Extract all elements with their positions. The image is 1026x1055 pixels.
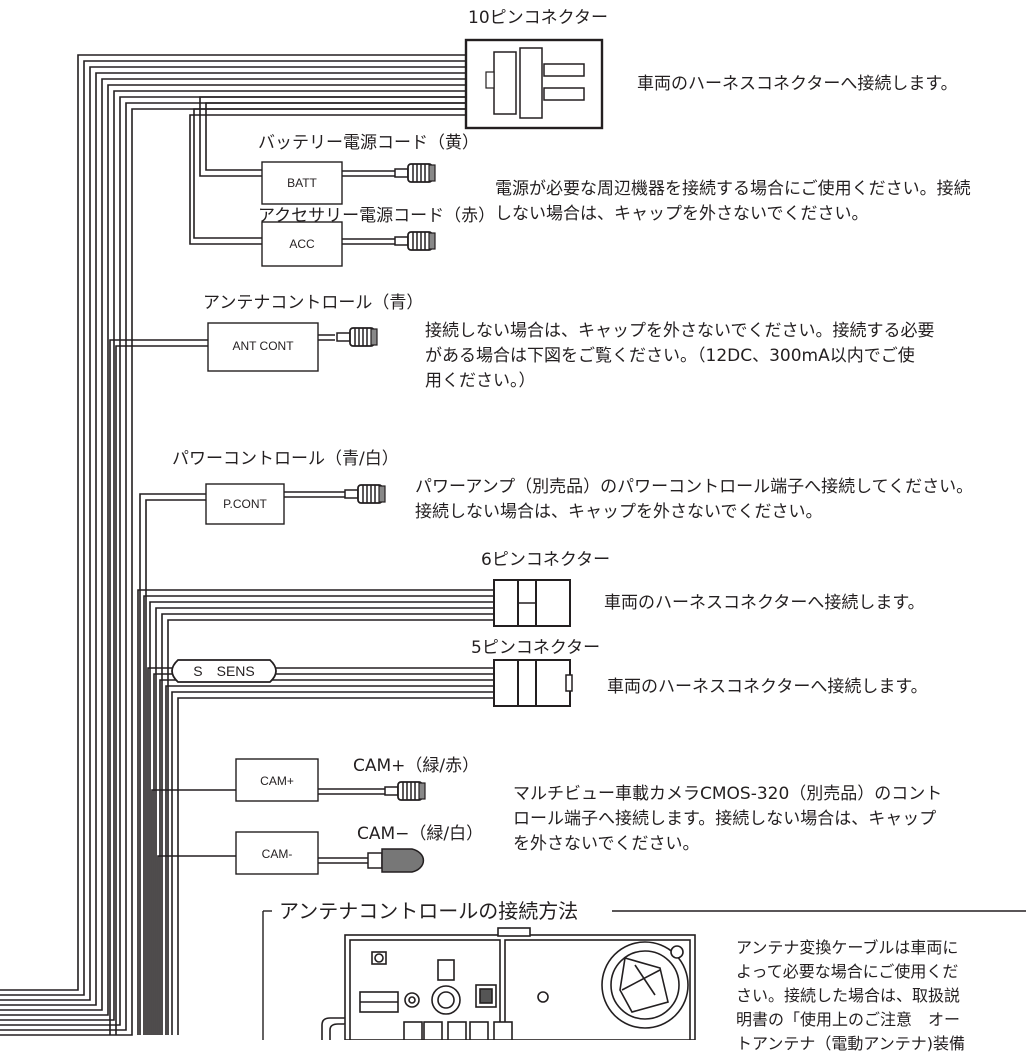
- antenna-description-line2: よって必要な場合にご使用くだ: [736, 962, 959, 981]
- 6pin-connector: [493, 579, 571, 627]
- ant-cont-description-line3: 用ください。）: [425, 371, 536, 391]
- antenna-description-line4: 明書の「使用上のご注意 オー: [736, 1010, 961, 1029]
- 6pin-connector-title: 6ピンコネクター: [481, 550, 611, 570]
- harness-bundle: [0, 54, 470, 1036]
- antenna-description-line5: トアンテナ（電動アンテナ)装備: [736, 1034, 965, 1053]
- cam-plus-label: CAM+（緑/赤）: [353, 756, 480, 776]
- cam-description-line2: ロール端子へ接続します。接続しない場合は、キャップ: [513, 809, 937, 829]
- 6pin-description: 車両のハーネスコネクターへ接続します。: [604, 593, 925, 613]
- 10pin-description: 車両のハーネスコネクターへ接続します。: [637, 74, 958, 94]
- antenna-description-line1: アンテナ変換ケーブルは車両に: [736, 938, 959, 957]
- cam-description-line1: マルチビュー車載カメラCMOS-320（別売品）のコント: [513, 784, 943, 804]
- p-cont-description-line2: 接続しない場合は、キャップを外さないでください。: [415, 502, 823, 522]
- p-cont-label: パワーコントロール（青/白）: [172, 449, 399, 469]
- cam-minus-tag-box: [235, 831, 319, 875]
- p-cont-description-line1: パワーアンプ（別売品）のパワーコントロール端子へ接続してください。: [415, 477, 974, 497]
- power-description-line1: 電源が必要な周辺機器を接続する場合にご使用ください。接続: [495, 179, 971, 199]
- 10pin-connector: [464, 38, 604, 130]
- ant-cont-description-line1: 接続しない場合は、キャップを外さないでください。接続する必要: [425, 321, 935, 341]
- acc-cord-label: アクセサリー電源コード（赤）: [258, 206, 496, 226]
- s-sens-band: [171, 659, 277, 683]
- cam-plus-tag: CAM+: [260, 774, 294, 788]
- ant-cont-tag: ANT CONT: [232, 339, 294, 353]
- batt-tag-box: [261, 161, 343, 205]
- 10pin-connector-title: 10ピンコネクター: [468, 8, 608, 28]
- battery-cord-label: バッテリー電源コード（黄）: [258, 133, 479, 153]
- antenna-section-frame: [262, 910, 1026, 1040]
- antenna-section-title: アンテナコントロールの接続方法: [279, 899, 579, 923]
- ant-cont-tag-box: [207, 322, 319, 372]
- head-unit-rear: [321, 927, 696, 1040]
- power-description-line2: しない場合は、キャップを外さないでください。: [495, 204, 869, 224]
- batt-tag: BATT: [287, 176, 317, 190]
- acc-tag-box: [261, 221, 343, 267]
- cam-plus-tag-box: [235, 758, 319, 802]
- cam-minus-cap: [367, 848, 425, 873]
- p-cont-tag-box: [205, 483, 285, 525]
- 5pin-description: 車両のハーネスコネクターへ接続します。: [607, 677, 928, 697]
- branch-wires: [109, 96, 494, 1035]
- p-cont-tag: P.CONT: [223, 497, 267, 511]
- 5pin-connector: [493, 659, 573, 707]
- ant-cont-description-line2: がある場合は下図をご覧ください。（12DC、300mA以内でご使: [425, 346, 915, 366]
- cam-description-line3: を外さないでください。: [513, 834, 700, 854]
- s-sens-tag: S SENS: [193, 663, 255, 679]
- acc-tag: ACC: [289, 237, 315, 251]
- 5pin-connector-title: 5ピンコネクター: [471, 638, 601, 658]
- ant-cont-label: アンテナコントロール（青）: [203, 293, 424, 313]
- antenna-description-line3: さい。接続した場合は、取扱説: [736, 986, 961, 1005]
- cam-minus-tag: CAM-: [261, 847, 293, 861]
- cam-minus-label: CAM−（緑/白）: [357, 824, 484, 844]
